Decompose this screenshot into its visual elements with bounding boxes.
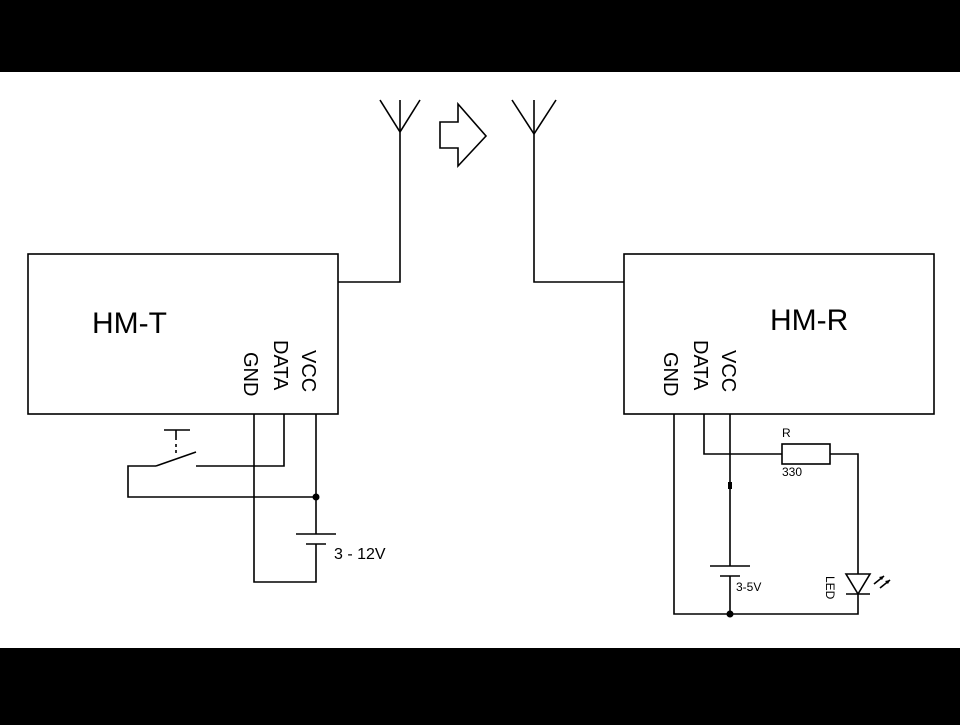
transmitter-battery-icon — [296, 533, 336, 552]
resistor-value: 330 — [782, 465, 802, 479]
transmitter-title: HM-T — [92, 307, 167, 340]
receiver-gnd-wire — [673, 414, 859, 615]
receiver-title: HM-R — [770, 304, 848, 337]
transmitter-pin-data: DATA — [269, 340, 291, 391]
receiver-vcc-marker — [728, 482, 732, 489]
resistor-label: R — [782, 426, 791, 440]
receiver-battery-icon — [710, 565, 750, 614]
resistor-led-wire — [830, 453, 859, 574]
transmitter-switch-return-wire — [127, 465, 316, 498]
receiver-data-wire — [703, 414, 782, 455]
receiver-antenna-feed — [533, 134, 624, 283]
sheet-background — [0, 72, 960, 648]
led-label: LED — [823, 576, 837, 600]
transmitter-module-box — [27, 253, 339, 415]
transmitter-supply-label: 3 - 12V — [334, 546, 386, 563]
transmitter-antenna-icon — [379, 99, 421, 133]
transmitter-section: HM-T GND DATA VCC — [27, 99, 421, 583]
transmitter-pin-vcc: VCC — [297, 350, 319, 392]
led-icon — [844, 573, 891, 596]
receiver-pin-data: DATA — [689, 340, 711, 391]
transmission-arrow-icon — [439, 101, 488, 169]
receiver-pin-gnd: GND — [659, 352, 681, 396]
receiver-section: HM-R GND DATA VCC 3-5V R 330 — [511, 99, 935, 618]
transmitter-pin-gnd: GND — [239, 352, 261, 396]
transmitter-data-wire — [196, 414, 285, 467]
push-button-switch-icon[interactable] — [155, 429, 197, 467]
receiver-module-box — [623, 253, 935, 415]
transmitter-antenna-feed — [338, 132, 401, 283]
receiver-supply-label: 3-5V — [736, 580, 761, 594]
receiver-pin-vcc: VCC — [717, 350, 739, 392]
receiver-antenna-icon — [511, 99, 557, 135]
transmitter-gnd-wire — [253, 414, 317, 583]
